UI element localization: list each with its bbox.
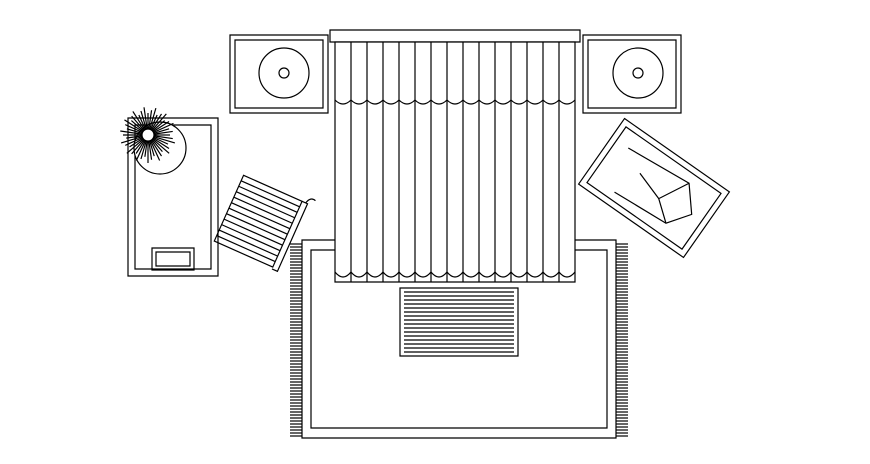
plant-leaf — [141, 141, 146, 159]
chair-slat — [229, 208, 287, 234]
bed — [330, 30, 580, 282]
plant-leaf — [129, 138, 142, 147]
plant-leaf — [126, 136, 142, 138]
desk-with-plant — [120, 107, 218, 276]
desk-box — [152, 248, 194, 270]
plant-leaf — [139, 115, 146, 130]
lamp-icon — [259, 48, 309, 98]
plant-leaf — [125, 125, 142, 133]
plant-leaf — [136, 140, 145, 160]
plant-leaf — [151, 114, 161, 130]
plant-leaf — [154, 131, 173, 134]
plant-leaf — [150, 115, 157, 130]
plant-leaf — [144, 107, 147, 129]
bed-mattress — [335, 42, 575, 282]
desk-box-inner — [156, 252, 190, 266]
plant-leaf — [152, 114, 166, 131]
chair-slat — [239, 186, 297, 212]
plant-leaf — [124, 120, 143, 132]
lounge-icon — [579, 119, 730, 258]
nightstand-right — [583, 35, 681, 113]
plant-leaf — [150, 141, 155, 156]
plant-leaf — [125, 137, 142, 145]
plant-leaf — [121, 137, 142, 143]
chair-slat — [234, 197, 292, 223]
plant-leaf — [127, 139, 144, 153]
plant-leaf — [132, 116, 144, 130]
chair-slat — [222, 225, 280, 251]
nightstand-right-inner — [588, 40, 676, 108]
plant-leaf — [153, 121, 165, 131]
chair-armrest — [272, 201, 308, 271]
plant-leaf — [133, 111, 145, 130]
bed-foot-scallop — [335, 272, 575, 277]
plant-leaf — [153, 138, 169, 148]
nightstand-right-outer — [583, 35, 681, 113]
plant-leaf — [151, 140, 161, 156]
plant-leaf — [149, 141, 152, 160]
plant-leaf — [152, 140, 162, 152]
plant-leaf — [132, 140, 144, 154]
bed-pillow-scallop — [335, 100, 575, 104]
lamp-icon — [613, 48, 663, 98]
floor-mat-outline — [400, 288, 518, 356]
lounge-cushion — [603, 143, 705, 236]
plant-leaf — [153, 139, 170, 153]
plant-leaf — [149, 110, 152, 129]
plant-leaf — [153, 123, 173, 132]
lamp-bulb-icon — [279, 68, 289, 78]
plant-leaf — [131, 121, 143, 131]
nightstand-left-outer — [230, 35, 328, 113]
chair-slat — [231, 203, 289, 229]
floor-mat — [400, 288, 518, 356]
chair-slat — [224, 219, 282, 245]
chair-slat — [219, 230, 277, 256]
floor-mat-stripes — [404, 292, 514, 352]
nightstand-left — [230, 35, 328, 113]
plant-leaf — [154, 137, 175, 143]
lounge-inner — [587, 127, 721, 249]
plant-leaf — [120, 131, 142, 134]
lamp-bulb-icon — [633, 68, 643, 78]
bed-headboard — [330, 30, 580, 42]
lounge-crease — [634, 173, 664, 198]
plant-center — [142, 129, 154, 141]
plant-leaf — [136, 140, 145, 153]
nightstand-left-inner — [235, 40, 323, 108]
chair-hook — [306, 197, 316, 206]
plant-leaf — [127, 129, 142, 134]
rug-fringe-right — [616, 244, 628, 436]
plant-leaf — [154, 129, 169, 134]
lounge-fold — [650, 174, 693, 223]
plant-leaf — [141, 111, 146, 129]
plant-leaf — [153, 121, 169, 131]
chair-slat — [236, 192, 294, 218]
plant-leaf — [153, 137, 168, 144]
chaise-lounge — [579, 119, 730, 258]
chair-slats — [217, 181, 300, 262]
rug-fringe-left — [290, 244, 302, 436]
desk-outer — [128, 118, 218, 276]
plant-leaf — [154, 136, 173, 139]
chair-slat — [217, 236, 275, 262]
chair-slat — [241, 181, 299, 207]
armchair — [213, 169, 315, 273]
bed-duvet-pleats — [351, 42, 559, 282]
plant-leaf — [150, 108, 156, 129]
plant-leaf — [145, 141, 147, 157]
plant-icon — [120, 107, 175, 163]
chair-slat — [226, 214, 284, 240]
plant-leaf — [150, 140, 159, 160]
